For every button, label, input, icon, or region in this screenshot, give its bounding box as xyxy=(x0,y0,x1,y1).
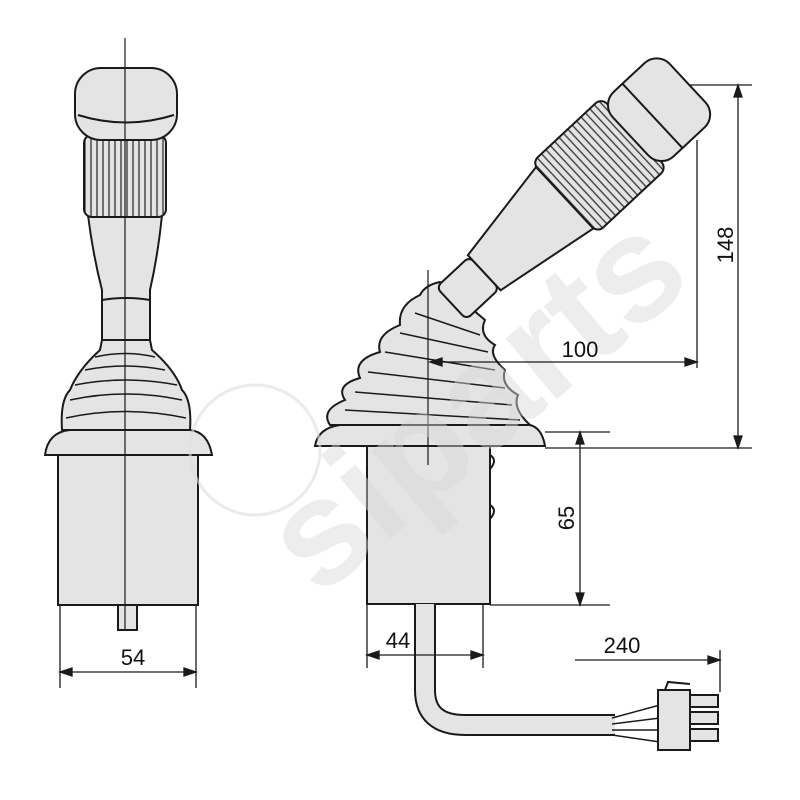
housing xyxy=(57,454,199,606)
cable xyxy=(414,604,615,736)
front-view xyxy=(43,67,214,631)
dimension-54 xyxy=(57,605,199,688)
flange xyxy=(43,429,214,456)
side-view xyxy=(313,57,712,605)
label-100: 100 xyxy=(562,337,599,362)
dimension-100 xyxy=(427,140,700,368)
knob xyxy=(74,67,178,141)
dimension-240 xyxy=(575,650,723,692)
label-54: 54 xyxy=(121,645,145,670)
label-240: 240 xyxy=(604,633,641,658)
housing-side xyxy=(366,445,491,605)
dimension-148 xyxy=(545,82,752,451)
handle-side xyxy=(437,57,712,319)
label-148: 148 xyxy=(713,227,738,264)
dimension-65 xyxy=(490,429,610,608)
dimension-44 xyxy=(364,605,486,668)
label-44: 44 xyxy=(386,628,410,653)
connector xyxy=(611,680,719,751)
label-65: 65 xyxy=(554,506,579,530)
